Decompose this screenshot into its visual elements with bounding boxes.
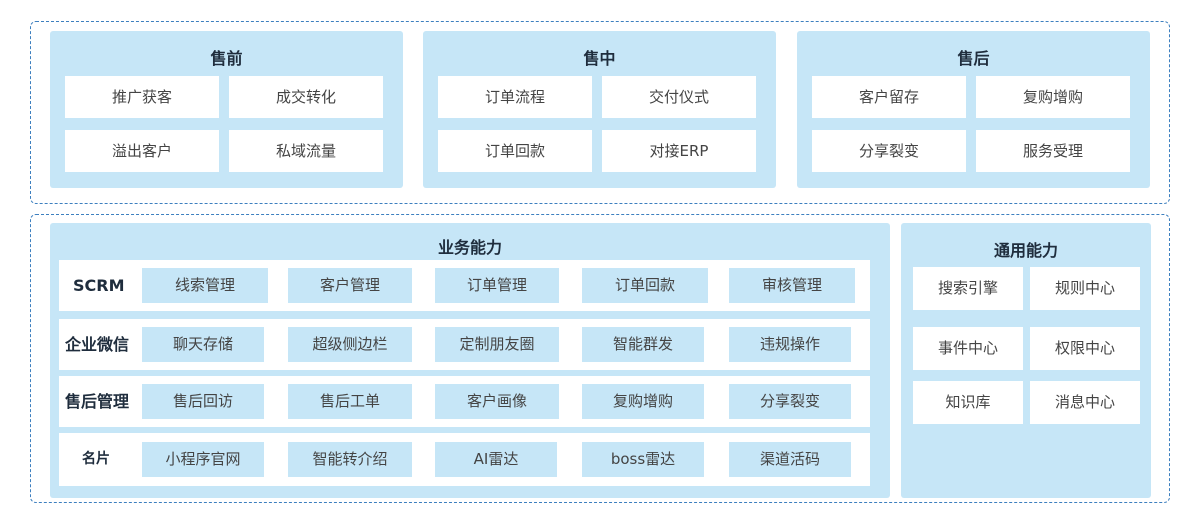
general-item: 搜索引擎 bbox=[913, 267, 1023, 310]
wecom-item: 违规操作 bbox=[729, 327, 851, 362]
after-sale-item: 复购增购 bbox=[976, 76, 1130, 118]
capability-row-scrm: SCRM 线索管理 客户管理 订单管理 订单回款 审核管理 bbox=[59, 260, 870, 311]
after-sale-item: 分享裂变 bbox=[812, 130, 966, 172]
after-sale-mgmt-item: 客户画像 bbox=[435, 384, 559, 419]
in-sale-item: 交付仪式 bbox=[602, 76, 756, 118]
general-item: 知识库 bbox=[913, 381, 1023, 424]
scrm-item: 订单管理 bbox=[435, 268, 559, 303]
row-label-wecom: 企业微信 bbox=[65, 335, 130, 354]
panel-in-sale: 售中 订单流程 交付仪式 订单回款 对接ERP bbox=[423, 31, 776, 188]
scrm-item: 订单回款 bbox=[582, 268, 708, 303]
in-sale-item: 订单回款 bbox=[438, 130, 592, 172]
after-sale-item: 客户留存 bbox=[812, 76, 966, 118]
business-card-item: 渠道活码 bbox=[729, 442, 851, 477]
general-item: 消息中心 bbox=[1030, 381, 1140, 424]
row-label-business-card: 名片 bbox=[82, 451, 110, 467]
business-card-item: AI雷达 bbox=[435, 442, 557, 477]
general-item: 权限中心 bbox=[1030, 327, 1140, 370]
business-card-item: boss雷达 bbox=[582, 442, 704, 477]
wecom-item: 聊天存储 bbox=[142, 327, 264, 362]
business-capability-title: 业务能力 bbox=[437, 238, 502, 257]
capability-row-after-sale-mgmt: 售后管理 售后回访 售后工单 客户画像 复购增购 分享裂变 bbox=[59, 376, 870, 427]
general-item: 事件中心 bbox=[913, 327, 1023, 370]
top-stage-frame bbox=[30, 21, 1170, 204]
after-sale-mgmt-item: 售后回访 bbox=[142, 384, 264, 419]
capability-frame bbox=[30, 214, 1170, 503]
panel-pre-sale-title: 售前 bbox=[210, 49, 243, 68]
pre-sale-item: 私域流量 bbox=[229, 130, 383, 172]
panel-in-sale-title: 售中 bbox=[583, 49, 616, 68]
pre-sale-item: 溢出客户 bbox=[65, 130, 219, 172]
scrm-item: 审核管理 bbox=[729, 268, 855, 303]
wecom-item: 超级侧边栏 bbox=[288, 327, 412, 362]
pre-sale-item: 成交转化 bbox=[229, 76, 383, 118]
capability-row-wecom: 企业微信 聊天存储 超级侧边栏 定制朋友圈 智能群发 违规操作 bbox=[59, 319, 870, 370]
general-capability-title: 通用能力 bbox=[993, 241, 1058, 260]
business-card-item: 小程序官网 bbox=[142, 442, 264, 477]
panel-business-capability: 业务能力 SCRM 线索管理 客户管理 订单管理 订单回款 审核管理 企业微信 … bbox=[50, 223, 890, 498]
in-sale-item: 对接ERP bbox=[602, 130, 756, 172]
panel-after-sale-title: 售后 bbox=[957, 49, 990, 68]
after-sale-mgmt-item: 分享裂变 bbox=[729, 384, 851, 419]
after-sale-mgmt-item: 售后工单 bbox=[288, 384, 412, 419]
business-card-item: 智能转介绍 bbox=[288, 442, 412, 477]
scrm-item: 线索管理 bbox=[142, 268, 268, 303]
panel-pre-sale: 售前 推广获客 成交转化 溢出客户 私域流量 bbox=[50, 31, 403, 188]
scrm-item: 客户管理 bbox=[288, 268, 412, 303]
panel-general-capability: 通用能力 搜索引擎 规则中心 事件中心 权限中心 知识库 消息中心 bbox=[901, 223, 1151, 498]
wecom-item: 智能群发 bbox=[582, 327, 704, 362]
in-sale-item: 订单流程 bbox=[438, 76, 592, 118]
pre-sale-item: 推广获客 bbox=[65, 76, 219, 118]
row-label-scrm: SCRM bbox=[73, 276, 125, 295]
wecom-item: 定制朋友圈 bbox=[435, 327, 559, 362]
after-sale-item: 服务受理 bbox=[976, 130, 1130, 172]
after-sale-mgmt-item: 复购增购 bbox=[582, 384, 704, 419]
capability-row-business-card: 名片 小程序官网 智能转介绍 AI雷达 boss雷达 渠道活码 bbox=[59, 433, 870, 486]
panel-after-sale: 售后 客户留存 复购增购 分享裂变 服务受理 bbox=[797, 31, 1150, 188]
general-item: 规则中心 bbox=[1030, 267, 1140, 310]
row-label-after-sale-mgmt: 售后管理 bbox=[65, 392, 130, 411]
